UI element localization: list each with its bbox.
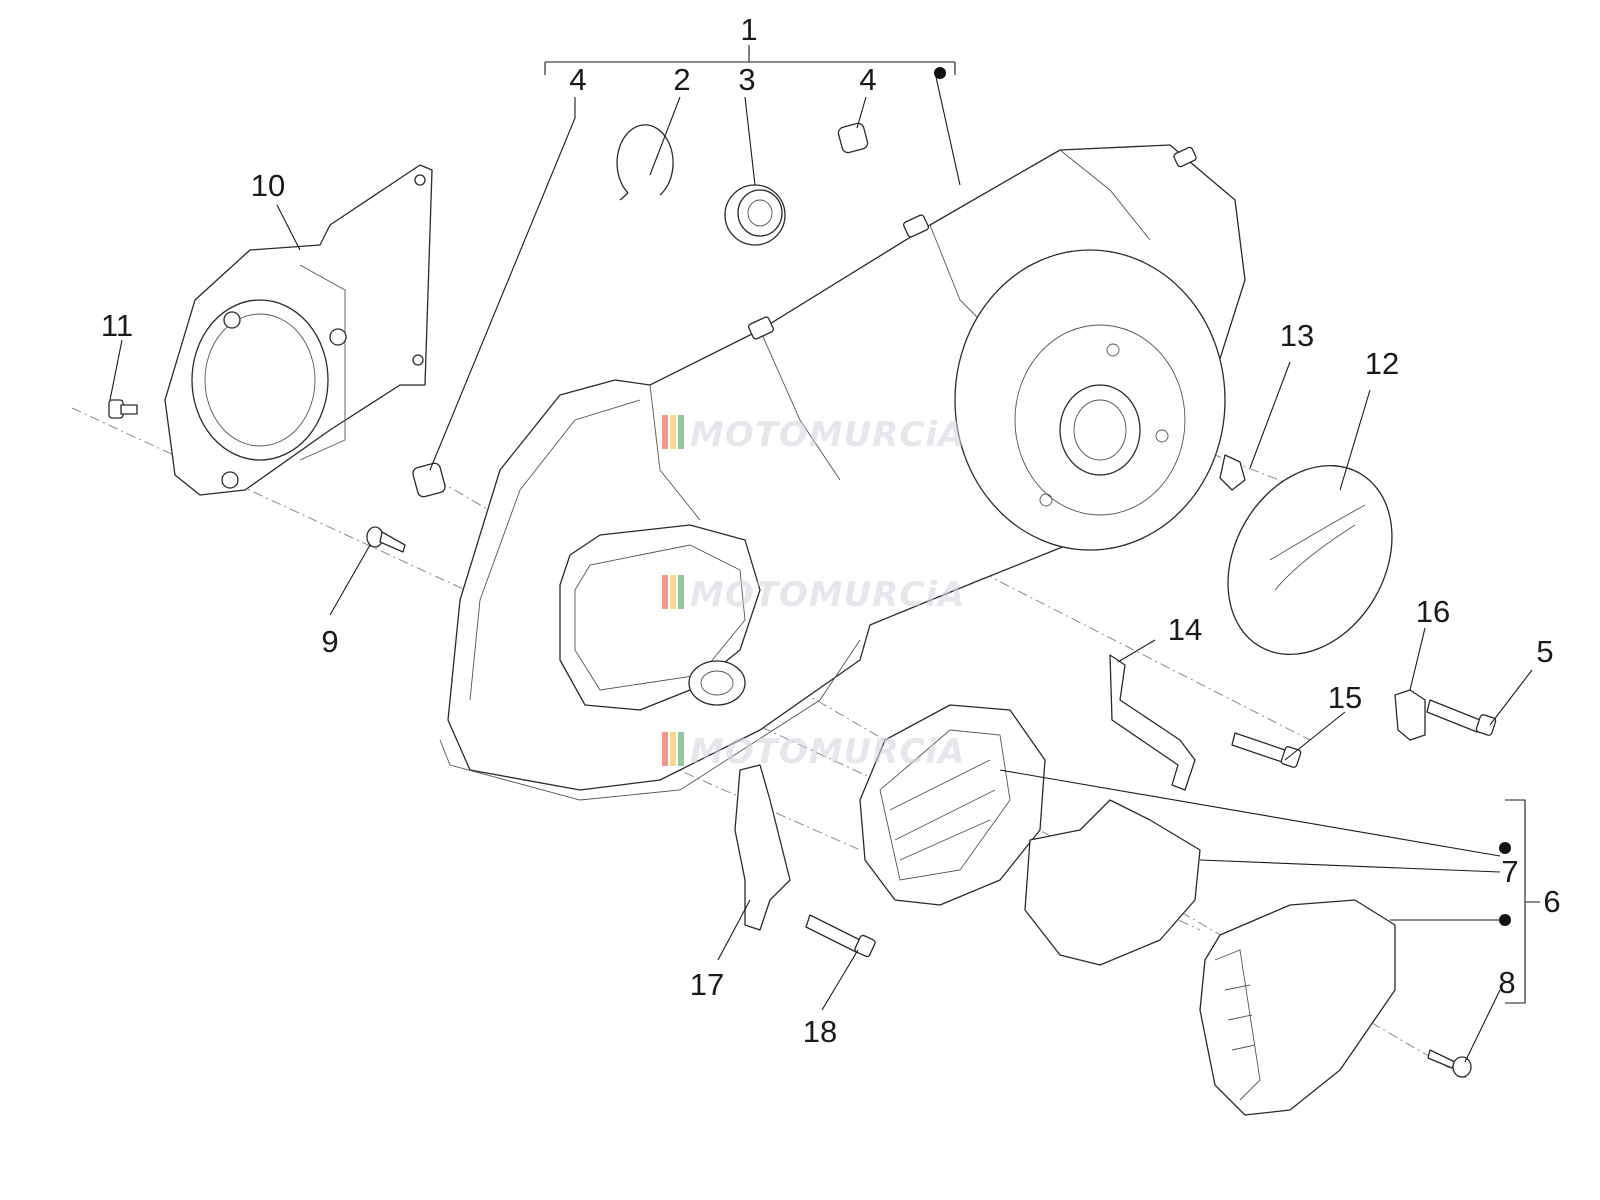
- callout-4-left: 4: [569, 62, 586, 97]
- bolt-11: [108, 399, 138, 419]
- heat-shield: [164, 164, 433, 496]
- watermark-top: MOTOMURCiA: [662, 415, 965, 455]
- callout-18: 18: [803, 1014, 837, 1049]
- filter-housing-base: [859, 704, 1046, 906]
- tab-washer-16: [1394, 689, 1426, 741]
- callout-16: 16: [1416, 594, 1450, 629]
- leader-lines: [109, 45, 1540, 1063]
- group-bracket-1: [544, 45, 956, 75]
- clip-13: [1219, 454, 1246, 491]
- shield-ring-outer: [191, 299, 329, 461]
- cover-shaft-hole: [1059, 384, 1141, 476]
- callout-2: 2: [673, 62, 690, 97]
- callout-9: 9: [321, 624, 338, 659]
- circlip: [616, 124, 674, 201]
- bracket-14: [1109, 654, 1196, 791]
- callout-14: 14: [1168, 612, 1202, 647]
- callout-3: 3: [738, 62, 755, 97]
- transmission-cover: [439, 144, 1246, 801]
- callout-17: 17: [690, 967, 724, 1002]
- callout-8: 8: [1498, 965, 1515, 1000]
- callout-15: 15: [1328, 680, 1362, 715]
- filter-sponge: [1024, 799, 1201, 966]
- callout-1: 1: [740, 12, 757, 47]
- svg-text:MOTOMURCiA: MOTOMURCiA: [690, 415, 965, 455]
- bolt-18: [805, 914, 876, 958]
- group-dot-icon: [934, 67, 946, 79]
- dowel-pin-left: [412, 462, 446, 498]
- screw-8: [1427, 1049, 1472, 1078]
- group-bracket-6: [1505, 799, 1540, 1004]
- cover-boss: [688, 660, 746, 706]
- filter-cover: [1199, 899, 1396, 1116]
- svg-text:MOTOMURCiA: MOTOMURCiA: [690, 732, 965, 772]
- bearing: [724, 184, 786, 246]
- callout-7: 7: [1501, 854, 1518, 889]
- screw-9: [366, 526, 406, 553]
- callout-12: 12: [1365, 346, 1399, 381]
- callout-11: 11: [101, 308, 133, 343]
- callout-4-right: 4: [859, 62, 876, 97]
- group-dot-icon: [1499, 914, 1511, 926]
- bracket-17: [734, 764, 791, 931]
- bolt-5: [1426, 699, 1497, 736]
- callout-6: 6: [1543, 884, 1560, 919]
- callout-13: 13: [1280, 318, 1314, 353]
- callout-labels: 1 2 3 4 4 5 6 7 8 9 10 11 12 13 14 15 16…: [101, 12, 1561, 1049]
- callout-10: 10: [251, 168, 285, 203]
- watermark-bottom: MOTOMURCiA: [662, 732, 965, 772]
- callout-5: 5: [1536, 634, 1553, 669]
- watermark-middle: MOTOMURCiA: [662, 575, 965, 615]
- svg-text:MOTOMURCiA: MOTOMURCiA: [690, 575, 965, 615]
- bolt-15: [1231, 732, 1302, 768]
- group-dot-icon: [1499, 842, 1511, 854]
- emblem-cap: [1227, 464, 1393, 656]
- dowel-pin-top: [837, 122, 869, 154]
- filter-housing: [859, 704, 1396, 1116]
